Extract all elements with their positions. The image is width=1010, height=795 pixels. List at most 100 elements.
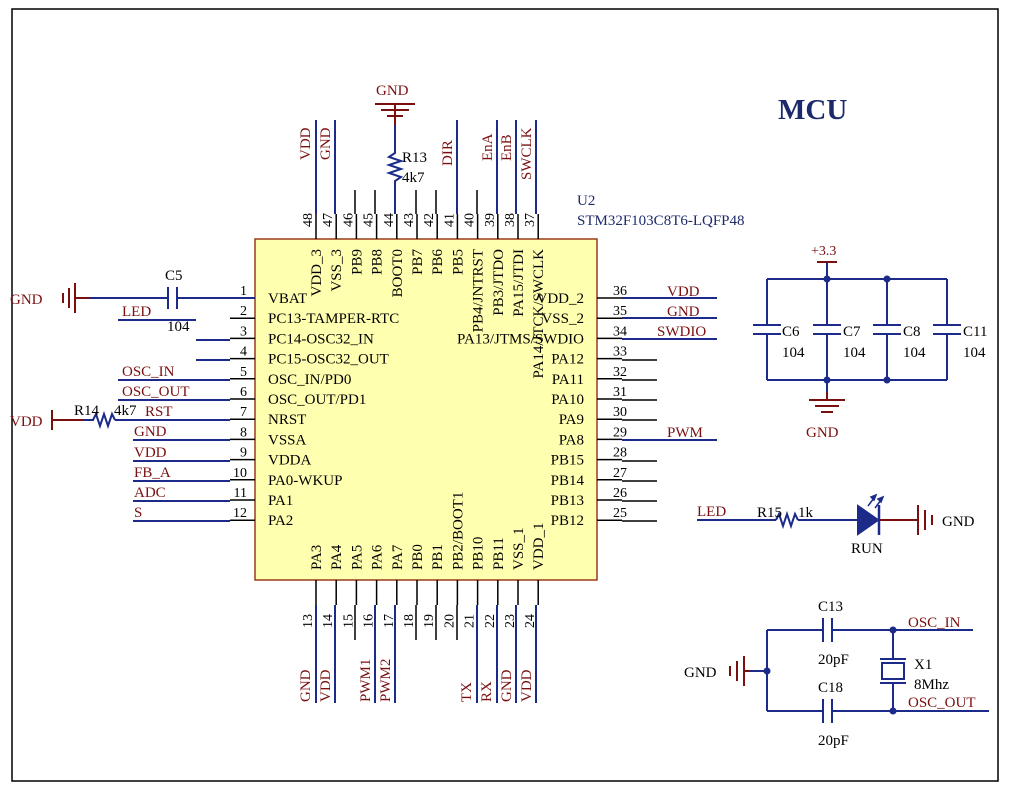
pin-number-left: 5 (240, 365, 247, 380)
net-tx-bottom: TX (459, 682, 475, 702)
pin-name-left: OSC_OUT/PD1 (268, 392, 366, 408)
net-adc-left: ADC (134, 485, 166, 501)
pin-number-bottom: 13 (301, 614, 316, 628)
c8-ref: C8 (903, 324, 921, 340)
pin-number-left: 12 (233, 506, 247, 521)
pin-name-bottom: PB10 (471, 537, 487, 570)
c11-value: 104 (963, 345, 986, 361)
net-dir-top: DIR (440, 140, 456, 166)
chip-part-number: STM32F103C8T6-LQFP48 (577, 213, 745, 229)
pin-number-left: 7 (240, 405, 247, 420)
bottom-stub-wires (354, 605, 458, 640)
net-rst-left: RST (145, 404, 173, 420)
pin-name-top: PB8 (370, 249, 386, 275)
pin-number-top: 44 (382, 213, 397, 227)
pin-name-bottom: PA5 (349, 545, 365, 570)
sheet-title: MCU (778, 94, 847, 126)
net-vdd-right: VDD (667, 284, 700, 300)
pin-name-top: PB5 (450, 249, 466, 275)
pin-number-left: 11 (234, 486, 247, 501)
pin-name-right: VDD_2 (537, 291, 585, 307)
r14-resistor (83, 410, 116, 430)
pin-name-right: VSS_2 (541, 311, 584, 327)
c18-ref: C18 (818, 680, 843, 696)
supply-label: +3.3 (811, 244, 836, 259)
pin-number-bottom: 14 (321, 614, 336, 628)
pin-number-bottom: 21 (463, 614, 478, 628)
pin-name-top: PB9 (349, 249, 365, 275)
pin-name-left: PC13-TAMPER-RTC (268, 311, 399, 327)
right-net-wires (622, 297, 717, 441)
r15-resistor (775, 510, 799, 530)
pin-number-right: 36 (613, 284, 627, 299)
pin-name-bottom: PB1 (430, 544, 446, 570)
pin-name-bottom: PA3 (309, 545, 325, 570)
net-enb-top: EnB (499, 134, 515, 161)
bottom-net-wires (315, 605, 537, 703)
pin-number-right: 33 (613, 345, 627, 360)
pin-number-bottom: 15 (341, 614, 356, 628)
pin-number-right: 26 (613, 486, 627, 501)
pin-name-bottom: PB2/BOOT1 (450, 492, 466, 570)
pin-name-bottom: PA4 (329, 544, 345, 570)
led-gnd-label: GND (942, 514, 975, 530)
pin-name-left: VDDA (268, 453, 311, 469)
pin-number-left: 6 (240, 385, 247, 400)
run-led-diode (857, 504, 880, 536)
pin-number-bottom: 22 (483, 614, 498, 628)
c6-value: 104 (782, 345, 805, 361)
led-gnd-symbol (917, 505, 933, 535)
r14-ref: R14 (74, 403, 100, 419)
pin-name-left: PA0-WKUP (268, 473, 342, 489)
led-net-label: LED (697, 504, 726, 520)
crystal-network (750, 618, 989, 723)
c13-ref: C13 (818, 599, 843, 615)
pin-number-right: 31 (613, 385, 627, 400)
c13-value: 20pF (818, 652, 849, 668)
pin-number-right: 35 (613, 304, 627, 319)
mcu-chip-body (254, 238, 598, 581)
crystal-gnd-label: GND (684, 665, 717, 681)
net-rx-bottom: RX (479, 681, 495, 702)
pin-name-right: PB12 (551, 513, 584, 529)
net-fb-a-left: FB_A (134, 465, 171, 481)
pin-number-bottom: 20 (442, 614, 457, 628)
pin-name-right: PB13 (551, 493, 584, 509)
net-swdio-right: SWDIO (657, 324, 706, 340)
crystal-junctions (763, 626, 897, 715)
pin-name-right: PA8 (559, 432, 584, 448)
pin-number-right: 30 (613, 405, 627, 420)
pin-name-top: VSS_3 (329, 249, 345, 292)
pin-number-left: 1 (240, 284, 247, 299)
r15-ref: R15 (757, 505, 782, 521)
pin-number-right: 27 (613, 466, 627, 481)
net-gnd2-bottom: GND (499, 669, 515, 702)
pin-number-top: 45 (362, 213, 377, 227)
pin-number-top: 37 (523, 213, 538, 227)
right-stub-wires (622, 359, 657, 522)
pin-number-left: 4 (240, 345, 247, 360)
pin-name-left: PA1 (268, 493, 293, 509)
c5-gnd-symbol (62, 283, 90, 313)
sheet-border (11, 8, 999, 782)
pin-number-right: 28 (613, 446, 627, 461)
x1-ref: X1 (914, 657, 932, 673)
c7-ref: C7 (843, 324, 861, 340)
c5-ref: C5 (165, 268, 183, 284)
net-s-left: S (134, 505, 142, 521)
pin-name-left: VSSA (268, 432, 307, 448)
pin-name-right: PB14 (551, 473, 585, 489)
net-pwm1-bottom: PWM1 (358, 659, 374, 702)
pin-number-bottom: 19 (422, 614, 437, 628)
r13-gnd-symbol (375, 103, 415, 125)
net-gnd-right: GND (667, 304, 700, 320)
top-net-wires (315, 120, 537, 214)
r14-value: 4k7 (114, 403, 137, 419)
pin-name-top: VDD_3 (309, 249, 325, 297)
pin-name-top: PA15/JTDI (511, 249, 527, 317)
pin-name-bottom: PB11 (491, 537, 507, 570)
net-vdd-top: VDD (298, 127, 314, 160)
pin-number-left: 2 (240, 304, 247, 319)
pin-name-top: PB7 (410, 249, 426, 275)
net-ena-top: EnA (480, 133, 496, 161)
